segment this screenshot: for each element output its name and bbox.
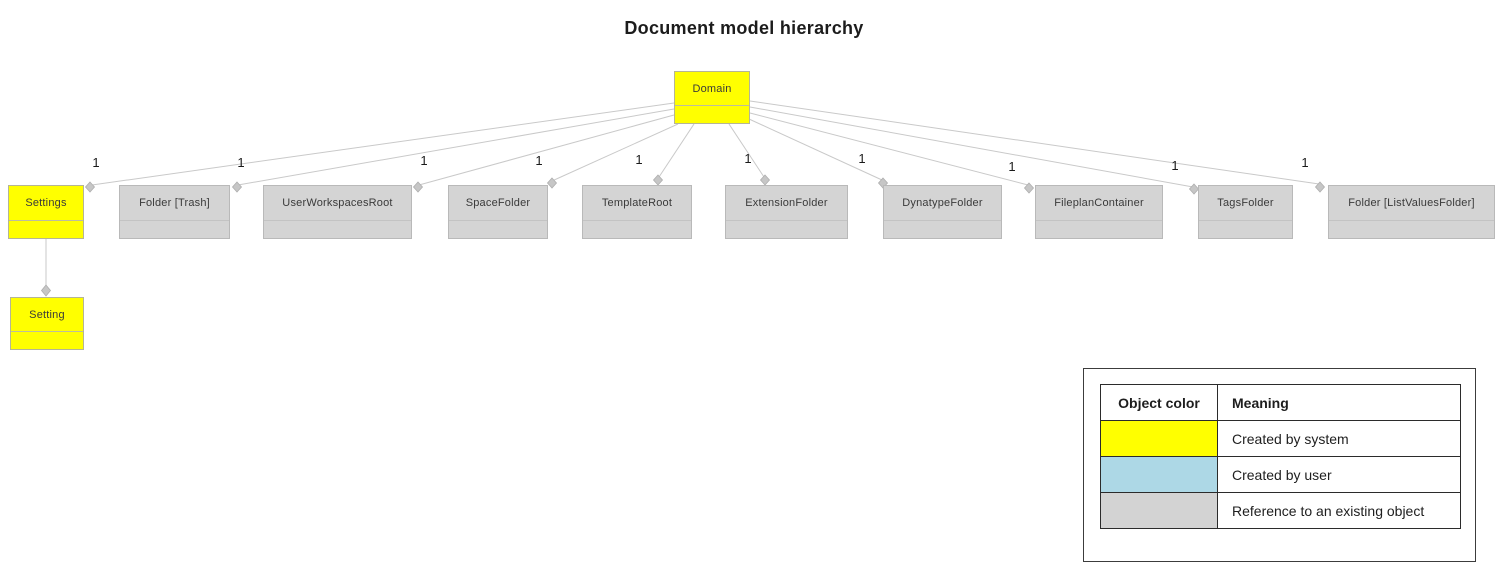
legend-swatch-blue: [1100, 456, 1218, 493]
multiplicity-label: 1: [744, 151, 751, 166]
node-attribute-compartment: [1036, 220, 1162, 238]
legend-meaning: Reference to an existing object: [1217, 492, 1461, 529]
legend-meaning: Created by user: [1217, 456, 1461, 493]
connector-domain-extensionfolder: [728, 123, 765, 178]
node-attribute-compartment: [884, 220, 1001, 238]
connector-domain-folder-listvaluesfolder: [749, 100, 1320, 185]
legend-swatch-yellow: [1100, 420, 1218, 457]
legend-row-user: Created by user: [1100, 456, 1461, 493]
aggregation-diamond: [759, 174, 771, 186]
node-fileplancontainer: FileplanContainer: [1035, 185, 1163, 239]
multiplicity-label: 1: [1008, 159, 1015, 174]
legend-meaning: Created by system: [1217, 420, 1461, 457]
node-attribute-compartment: [1329, 220, 1494, 238]
aggregation-diamond: [84, 181, 96, 193]
legend-swatch-gray: [1100, 492, 1218, 529]
node-attribute-compartment: [1199, 220, 1292, 238]
connector-domain-templateroot: [658, 123, 695, 178]
connector-domain-tagsfolder: [749, 106, 1194, 188]
multiplicity-label: 1: [237, 155, 244, 170]
legend-header-object-color: Object color: [1100, 384, 1218, 421]
node-attribute-compartment: [9, 220, 83, 238]
node-attribute-compartment: [264, 220, 411, 238]
aggregation-diamond: [40, 284, 52, 297]
aggregation-diamond: [1023, 182, 1035, 194]
aggregation-diamond: [412, 181, 424, 193]
legend-frame: Object color Meaning Created by system C…: [1083, 368, 1476, 562]
multiplicity-label: 1: [1301, 155, 1308, 170]
node-label: Folder [Trash]: [139, 197, 210, 209]
node-folder-listvaluesfolder: Folder [ListValuesFolder]: [1328, 185, 1495, 239]
node-label: ExtensionFolder: [745, 197, 828, 209]
multiplicity-label: 1: [1171, 158, 1178, 173]
legend-row-reference: Reference to an existing object: [1100, 492, 1461, 529]
multiplicity-label: 1: [420, 153, 427, 168]
node-settings: Settings: [8, 185, 84, 239]
node-attribute-compartment: [11, 331, 83, 349]
node-dynatypefolder: DynatypeFolder: [883, 185, 1002, 239]
page-title: Document model hierarchy: [624, 18, 864, 38]
node-label: Settings: [25, 197, 67, 209]
node-label: TemplateRoot: [601, 197, 673, 209]
node-label: Setting: [29, 308, 65, 321]
multiplicity-label: 1: [635, 152, 642, 167]
node-attribute-compartment: [120, 220, 229, 238]
node-label: FileplanContainer: [1054, 197, 1144, 209]
aggregation-diamond: [1314, 181, 1326, 193]
connector-domain-spacefolder: [551, 123, 679, 182]
node-domain: Domain: [674, 71, 750, 124]
multiplicity-label: 1: [92, 155, 99, 170]
connector-domain-folder-trash: [237, 108, 675, 186]
node-label: Domain: [692, 82, 732, 95]
node-attribute-compartment: [675, 105, 749, 123]
node-attribute-compartment: [583, 220, 691, 238]
connector-domain-userworkspacesroot: [418, 114, 675, 186]
legend-table: Object color Meaning Created by system C…: [1100, 384, 1461, 529]
legend-header-meaning: Meaning: [1217, 384, 1461, 421]
legend-row-system: Created by system: [1100, 420, 1461, 457]
node-label: TagsFolder: [1217, 197, 1274, 209]
connector-domain-dynatypefolder: [748, 118, 883, 181]
node-setting: Setting: [10, 297, 84, 350]
node-attribute-compartment: [726, 220, 847, 238]
node-extensionfolder: ExtensionFolder: [725, 185, 848, 239]
aggregation-diamond: [652, 174, 664, 186]
node-label: Folder [ListValuesFolder]: [1348, 197, 1475, 209]
multiplicity-label: 1: [858, 151, 865, 166]
node-spacefolder: SpaceFolder: [448, 185, 548, 239]
connector-domain-fileplancontainer: [749, 112, 1029, 186]
node-label: DynatypeFolder: [902, 197, 983, 209]
node-label: UserWorkspacesRoot: [282, 197, 393, 209]
node-tagsfolder: TagsFolder: [1198, 185, 1293, 239]
connector-domain-settings: [91, 102, 675, 186]
multiplicity-label: 1: [535, 153, 542, 168]
node-userworkspacesroot: UserWorkspacesRoot: [263, 185, 412, 239]
legend-header-row: Object color Meaning: [1100, 384, 1461, 421]
node-templateroot: TemplateRoot: [582, 185, 692, 239]
node-attribute-compartment: [449, 220, 547, 238]
aggregation-diamond: [231, 181, 243, 193]
node-folder-trash: Folder [Trash]: [119, 185, 230, 239]
node-label: SpaceFolder: [465, 197, 531, 209]
aggregation-diamond: [546, 177, 558, 189]
